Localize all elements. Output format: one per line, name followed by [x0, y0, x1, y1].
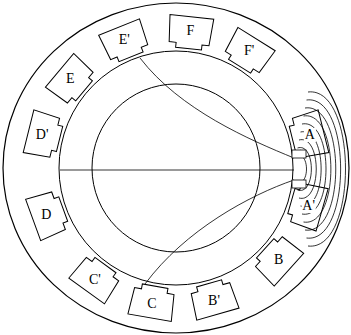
flux-loop — [307, 100, 341, 238]
pole-label: C' — [88, 273, 102, 287]
coil-mark — [292, 150, 306, 158]
coil-mark — [292, 180, 306, 188]
pole-label: F — [186, 24, 196, 38]
pole-label: D' — [35, 128, 50, 142]
pole-label: E' — [118, 33, 131, 47]
flux-loop — [296, 155, 307, 182]
stator-pole — [128, 282, 177, 321]
stator-pole — [23, 110, 65, 160]
flux-line — [140, 58, 294, 158]
bore-circle — [59, 51, 293, 285]
pole-label: D — [40, 208, 52, 222]
pole-label: C — [146, 297, 157, 311]
flux-loop — [301, 132, 322, 207]
stator-pole — [99, 19, 152, 65]
stator-pole — [250, 232, 303, 286]
stator-pole — [26, 188, 71, 240]
pole-label: A — [304, 128, 316, 142]
rotor-circle — [92, 84, 260, 252]
pole-label: B — [273, 253, 284, 267]
flux-line — [60, 170, 294, 171]
pole-label: B' — [207, 294, 221, 308]
flux-loop — [299, 140, 316, 199]
flux-loop — [302, 124, 326, 215]
stator-pole — [188, 277, 239, 320]
stator-pole — [167, 15, 214, 51]
pole-label: A' — [301, 199, 316, 213]
stator-outline — [3, 3, 349, 333]
pole-label: F' — [243, 44, 255, 58]
pole-label: E — [65, 72, 76, 86]
stator-pole — [45, 53, 98, 107]
stator-pole — [69, 252, 123, 304]
flux-loop — [308, 92, 346, 246]
stator-pole — [221, 27, 275, 77]
flux-line — [145, 180, 294, 284]
